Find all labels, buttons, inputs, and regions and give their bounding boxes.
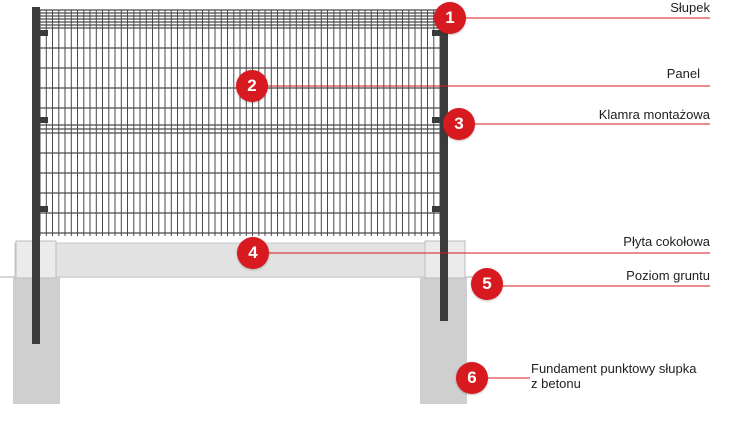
label-fundament-line2: z betonu xyxy=(531,376,581,391)
clamp xyxy=(40,30,48,36)
clamp xyxy=(40,206,48,212)
marker-5: 5 xyxy=(471,268,503,300)
marker-3: 3 xyxy=(443,108,475,140)
label-klamra: Klamra montażowa xyxy=(598,107,710,122)
marker-4: 4 xyxy=(237,237,269,269)
marker-6: 6 xyxy=(456,362,488,394)
clamp xyxy=(432,117,440,123)
clamp xyxy=(432,206,440,212)
fence-panel xyxy=(39,9,441,236)
marker-1: 1 xyxy=(434,2,466,34)
mounting-clamps xyxy=(40,30,440,212)
clamp xyxy=(432,30,440,36)
clamp xyxy=(40,117,48,123)
label-poziom: Poziom gruntu xyxy=(626,268,710,283)
label-fundament: Fundament punktowy słupka z betonu xyxy=(531,361,696,391)
label-slupek: Słupek xyxy=(670,0,710,15)
post-left xyxy=(32,7,40,344)
leader-lines xyxy=(268,17,710,379)
post-right xyxy=(440,14,448,321)
label-panel: Panel xyxy=(666,66,700,81)
marker-2: 2 xyxy=(236,70,268,102)
label-fundament-line1: Fundament punktowy słupka xyxy=(531,361,697,376)
label-plyta: Płyta cokołowa xyxy=(623,234,710,249)
